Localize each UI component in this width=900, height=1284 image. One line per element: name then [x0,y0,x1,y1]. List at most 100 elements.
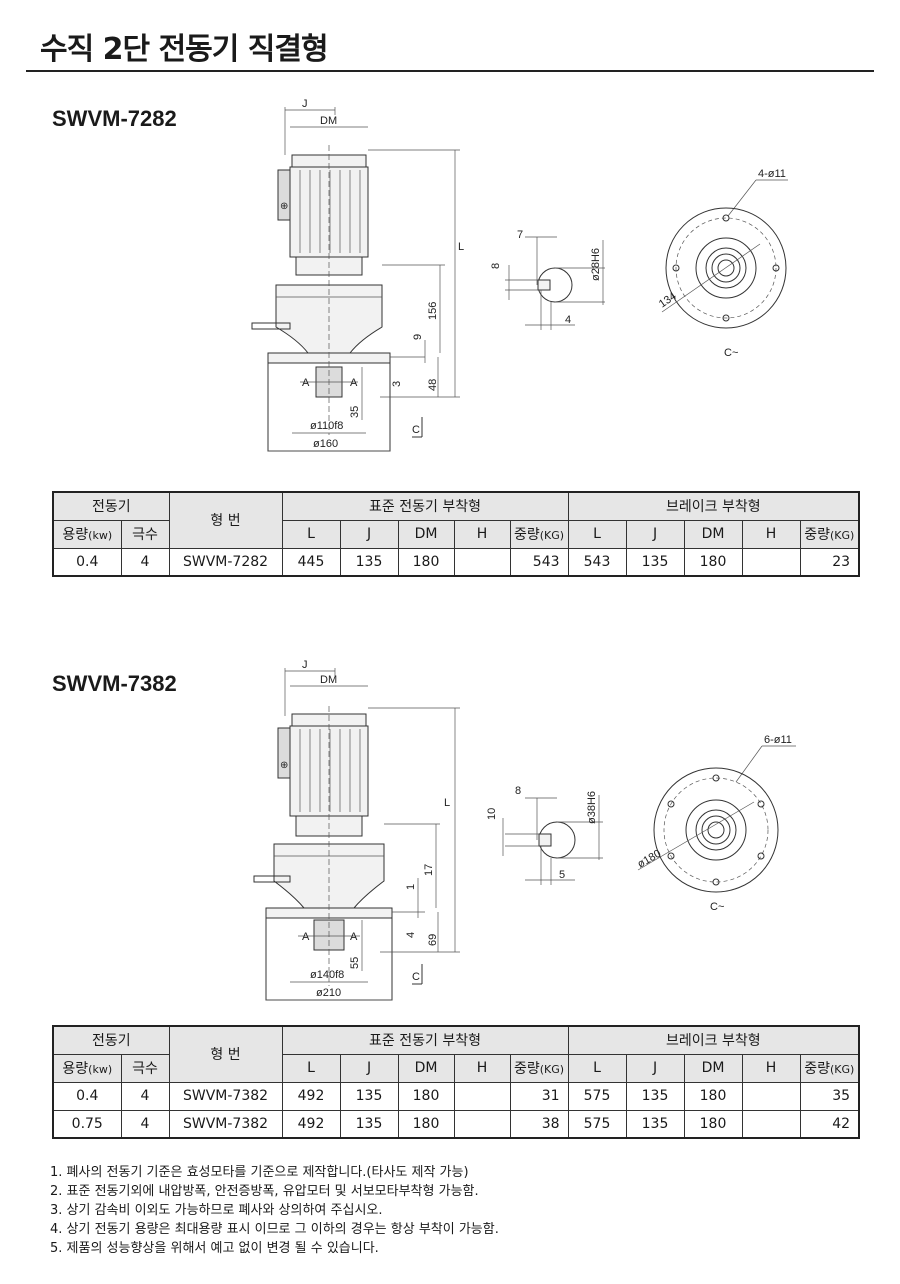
header-DM: DM [397,1053,455,1083]
note-item: 1. 폐사의 전동기 기준은 효성모타를 기준으로 제작합니다.(타사도 제작 … [50,1165,469,1180]
cell-brake-DM: 180 [683,1109,743,1139]
header-standard-motor: 표준 전동기 부착형 [281,1025,569,1055]
shaft-section-drawing-7382: 8 10 ø38H6 5 [486,785,603,885]
dim-55: 55 [349,957,361,969]
cell-brake-DM: 180 [683,547,743,577]
cell-J: 135 [339,1109,399,1139]
cell-model: SWVM-7382 [168,1081,283,1111]
cell-brake-H [741,547,801,577]
shaft-diameter: ø28H6 [590,248,602,281]
header-brake-weight: 중량(KG) [799,1053,860,1083]
cell-DM: 180 [397,1109,455,1139]
dim-DM: DM [320,115,337,127]
cell-brake-L: 575 [567,1081,627,1111]
cell-model: SWVM-7282 [168,547,283,577]
dim-J: J [302,659,308,671]
pcd: 134 [657,290,679,310]
header-DM: DM [397,519,455,549]
dim-1: 1 [405,884,417,890]
cell-brake-weight: 23 [799,547,860,577]
cell-brake-J: 135 [625,1081,685,1111]
header-J: J [339,1053,399,1083]
cell-DM: 180 [397,547,455,577]
cell-capacity: 0.75 [52,1109,122,1139]
section-a-right: A [350,377,358,389]
cell-brake-DM: 180 [683,1081,743,1111]
view-c-marker: C [412,971,420,983]
notes-list: 1. 폐사의 전동기 기준은 효성모타를 기준으로 제작합니다.(타사도 제작 … [50,1163,499,1258]
cell-poles: 4 [120,547,170,577]
view-c-label: C~ [724,347,738,359]
dim-156: 156 [427,302,439,320]
cell-L: 492 [281,1081,341,1111]
cell-brake-L: 543 [567,547,627,577]
header-brake-motor: 브레이크 부착형 [567,1025,860,1055]
spec-table-7282: 전동기 형 번 표준 전동기 부착형 브레이크 부착형 용량(kw) 극수 L … [52,491,861,577]
dim-48: 48 [427,379,439,391]
cell-brake-weight: 42 [799,1109,860,1139]
header-capacity: 용량(kw) [52,519,122,549]
header-L: L [281,1053,341,1083]
header-model: 형 번 [168,491,283,549]
header-H: H [453,1053,511,1083]
key-width: 8 [515,785,521,797]
dim-shaft-fit: ø110f8 [310,420,343,432]
cell-brake-H [741,1109,801,1139]
flange-view-drawing-7382: 6-ø11 ø180 C~ [636,734,796,913]
header-J: J [339,519,399,549]
cell-brake-H [741,1081,801,1111]
header-brake-DM: DM [683,1053,743,1083]
flange-view-drawing-7282: 4-ø11 134 C~ [657,168,788,359]
shaft-diameter: ø38H6 [586,791,598,824]
dim-DM: DM [320,674,337,686]
header-weight: 중량(KG) [509,519,569,549]
key-height: 10 [486,808,498,820]
hole-spec: 6-ø11 [764,734,792,746]
header-L: L [281,519,341,549]
note-item: 4. 상기 전동기 용량은 최대용량 표시 이므로 그 이하의 경우는 항상 부… [50,1222,499,1237]
section-a-left: A [302,377,310,389]
header-poles: 극수 [120,519,170,549]
cell-brake-J: 135 [625,547,685,577]
cell-L: 492 [281,1109,341,1139]
header-poles: 극수 [120,1053,170,1083]
side-view-drawing-7382: J DM ⊕ A A L 17 1 69 4 55 ø140f8 ø210 C [253,659,460,1001]
cell-H [453,1081,511,1111]
dim-flange: ø210 [316,987,341,999]
dim-J: J [302,98,308,110]
dim-4: 4 [405,932,417,938]
dim-35: 35 [349,406,361,418]
key-depth: 4 [565,314,571,326]
cell-weight: 38 [509,1109,569,1139]
header-standard-motor: 표준 전동기 부착형 [281,491,569,521]
cell-H [453,547,511,577]
cell-J: 135 [339,1081,399,1111]
svg-text:⊕: ⊕ [280,760,288,771]
svg-text:⊕: ⊕ [280,201,288,212]
note-item: 5. 제품의 성능향상을 위해서 예고 없이 변경 될 수 있습니다. [50,1241,379,1256]
view-c-marker: C [412,424,420,436]
model-heading-7282: SWVM-7282 [52,106,177,131]
cell-model: SWVM-7382 [168,1109,283,1139]
header-motor: 전동기 [52,1025,170,1055]
note-item: 2. 표준 전동기외에 내압방폭, 안전증방폭, 유압모터 및 서보모타부착형 … [50,1184,479,1199]
key-depth: 5 [559,869,565,881]
dim-3: 3 [391,381,403,387]
table-row: 0.4 4 SWVM-7282 445 135 180 543 543 135 … [52,547,860,577]
model-heading-7382: SWVM-7382 [52,671,177,696]
cell-poles: 4 [120,1109,170,1139]
header-brake-L: L [567,519,627,549]
cell-brake-J: 135 [625,1109,685,1139]
dim-69: 69 [427,934,439,946]
dim-flange: ø160 [313,438,338,450]
cell-L: 445 [281,547,341,577]
dim-9: 9 [412,334,424,340]
note-item: 3. 상기 감속비 이외도 가능하므로 폐사와 상의하여 주십시오. [50,1203,383,1218]
dim-L: L [444,797,450,809]
header-H: H [453,519,511,549]
dim-L: L [458,241,464,253]
header-brake-J: J [625,1053,685,1083]
title-divider [26,70,874,72]
key-width: 7 [517,229,523,241]
cell-weight: 543 [509,547,569,577]
